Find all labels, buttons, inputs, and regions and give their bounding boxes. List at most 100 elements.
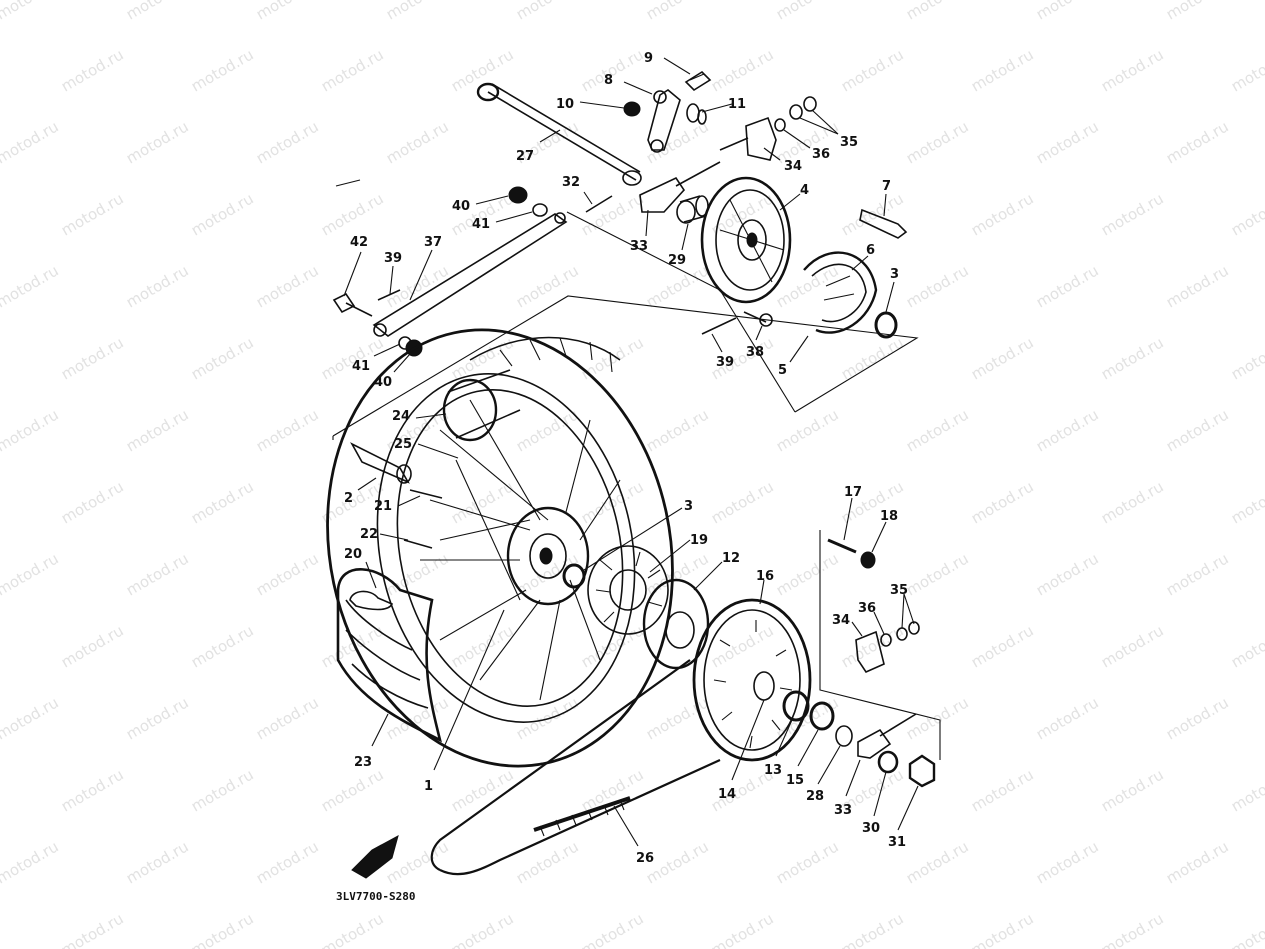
watermark-text: motod.ru <box>383 117 452 167</box>
watermark-text: motod.ru <box>708 477 777 527</box>
callout-24: 24 <box>392 409 410 424</box>
indicator-plate-lower <box>855 630 885 674</box>
callout-7: 7 <box>882 179 891 194</box>
watermark-text: motod.ru <box>968 765 1037 815</box>
watermark-text: motod.ru <box>578 909 647 949</box>
watermark-text: motod.ru <box>58 621 127 671</box>
watermark-text: motod.ru <box>1098 477 1167 527</box>
drive-chain-part <box>430 659 721 876</box>
leader-lines <box>335 57 919 847</box>
nut-part-18 <box>860 551 876 569</box>
watermark-text: motod.ru <box>773 549 842 599</box>
watermark-text: motod.ru <box>1098 45 1167 95</box>
watermark-text: motod.ru <box>838 621 907 671</box>
watermark-text: motod.ru <box>383 0 452 23</box>
brake-plate-part <box>700 176 792 304</box>
callout-33-lower: 33 <box>834 803 852 818</box>
cotter-pin-part-39 <box>377 289 401 301</box>
watermark-text: motod.ru <box>643 261 712 311</box>
watermark-text: motod.ru <box>773 0 842 23</box>
watermark-text: motod.ru <box>773 261 842 311</box>
watermark-text: motod.ru <box>1033 405 1102 455</box>
callout-36-lower: 36 <box>858 601 876 616</box>
bearing-part-13 <box>782 690 810 722</box>
watermark-text: motod.ru <box>513 0 582 23</box>
watermark-text: motod.ru <box>643 405 712 455</box>
watermark-text: motod.ru <box>253 0 322 23</box>
watermark-text: motod.ru <box>968 189 1037 239</box>
callout-12: 12 <box>722 551 740 566</box>
watermark-text: motod.ru <box>448 45 517 95</box>
watermark-text: motod.ru <box>643 0 712 23</box>
watermark-text: motod.ru <box>0 549 62 599</box>
watermark-text: motod.ru <box>58 333 127 383</box>
callout-11: 11 <box>728 97 746 112</box>
rim-band-part <box>442 369 521 442</box>
cam-lever-part <box>639 176 686 213</box>
watermark-text: motod.ru <box>773 837 842 887</box>
watermark-text: motod.ru <box>968 45 1037 95</box>
watermark-text: motod.ru <box>968 909 1037 949</box>
watermark-text: motod.ru <box>968 333 1037 383</box>
watermark-text: motod.ru <box>1163 117 1232 167</box>
watermark-text: motod.ru <box>188 333 257 383</box>
axle-part <box>476 82 642 186</box>
callout-39-lower: 39 <box>716 355 734 370</box>
washer-part-35c <box>908 621 920 635</box>
callout-9: 9 <box>644 51 653 66</box>
small-washers-part <box>774 96 817 132</box>
callout-35-lower: 35 <box>890 583 908 598</box>
callout-29: 29 <box>668 253 686 268</box>
wheel-bearing-part <box>562 563 586 589</box>
callout-42: 42 <box>350 235 368 250</box>
watermark-text: motod.ru <box>1228 189 1265 239</box>
callout-1: 1 <box>424 779 433 794</box>
watermark-text: motod.ru <box>383 693 452 743</box>
watermark-text: motod.ru <box>1163 0 1232 23</box>
part-code: 3LV7700-S280 <box>336 890 415 903</box>
washer-part-36b <box>880 633 892 647</box>
watermark-text: motod.ru <box>0 405 62 455</box>
watermark-text: motod.ru <box>1163 693 1232 743</box>
callout-5: 5 <box>778 363 787 378</box>
stud-bolt-part <box>827 538 857 554</box>
callout-26: 26 <box>636 851 654 866</box>
callout-40-top: 40 <box>452 199 470 214</box>
brake-arm-part <box>647 89 681 153</box>
callout-23: 23 <box>354 755 372 770</box>
watermark-text: motod.ru <box>1228 621 1265 671</box>
callout-labels: 9 8 10 11 35 36 34 27 32 40 41 33 29 4 7… <box>336 51 908 903</box>
watermark-text: motod.ru <box>708 909 777 949</box>
oil-seal-part <box>874 311 898 339</box>
watermark-text: motod.ru <box>58 477 127 527</box>
watermark-text: motod.ru <box>58 765 127 815</box>
watermark-text: motod.ru <box>1163 837 1232 887</box>
callout-37: 37 <box>424 235 442 250</box>
watermark-text: motod.ru <box>188 45 257 95</box>
watermark-text: motod.ru <box>448 909 517 949</box>
chain-puller-part <box>857 728 892 759</box>
watermark-text: motod.ru <box>1228 45 1265 95</box>
watermark-text: motod.ru <box>1228 477 1265 527</box>
bolt-part-7 <box>859 208 908 239</box>
watermark-text: motod.ru <box>0 117 62 167</box>
callout-30: 30 <box>862 821 880 836</box>
watermark-text: motod.ru <box>903 261 972 311</box>
watermark-text: motod.ru <box>123 261 192 311</box>
watermark-text: motod.ru <box>903 0 972 23</box>
watermark-text: motod.ru <box>903 837 972 887</box>
watermark-text: motod.ru <box>903 405 972 455</box>
watermark-text: motod.ru <box>773 405 842 455</box>
callout-41-top: 41 <box>472 217 490 232</box>
watermark-text: motod.ru <box>513 261 582 311</box>
callout-6: 6 <box>866 243 875 258</box>
watermark-text: motod.ru <box>123 693 192 743</box>
collar-part <box>350 442 412 484</box>
callout-41-lower: 41 <box>352 359 370 374</box>
washer-part <box>686 103 707 125</box>
cotter-pin-part <box>585 195 613 213</box>
washer-part-top <box>532 203 548 217</box>
callout-2: 2 <box>344 491 353 506</box>
watermark-text: motod.ru <box>0 693 62 743</box>
